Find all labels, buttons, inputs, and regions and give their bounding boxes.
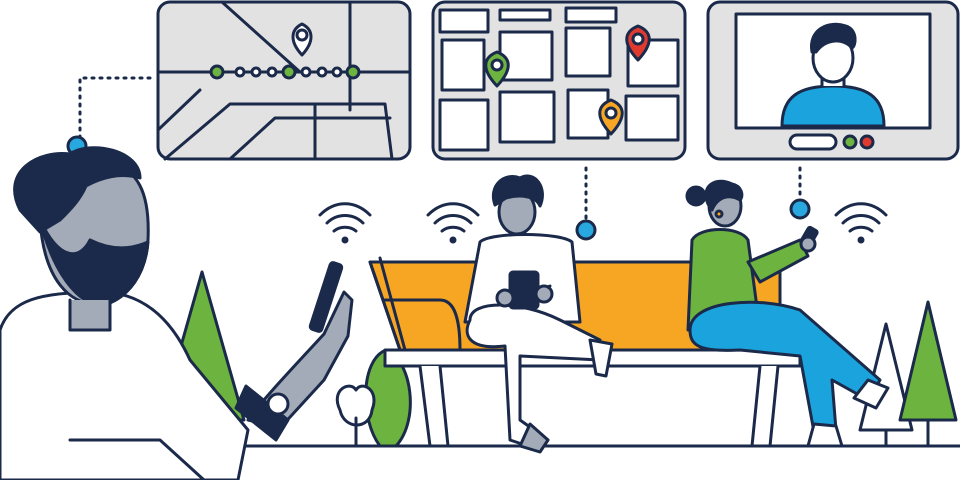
watch-face bbox=[266, 392, 290, 416]
transit-map-panel bbox=[66, 0, 412, 161]
red-dot[interactable] bbox=[859, 134, 875, 150]
green-dot[interactable] bbox=[842, 134, 858, 150]
wifi-icon bbox=[318, 202, 372, 244]
city-map-panel bbox=[431, 0, 687, 241]
location-pin-icon bbox=[291, 22, 313, 57]
wifi-icon bbox=[834, 202, 888, 244]
call-control-bar[interactable] bbox=[788, 133, 838, 151]
caller-avatar bbox=[780, 22, 886, 128]
woman-sitting-with-phone bbox=[685, 179, 890, 448]
phone-icon bbox=[308, 261, 344, 333]
wifi-icon bbox=[426, 202, 480, 244]
man-sitting-with-phone bbox=[463, 174, 614, 454]
bush bbox=[335, 348, 412, 448]
orange-pin-icon bbox=[598, 98, 624, 136]
transit-route bbox=[209, 64, 361, 80]
video-call-panel bbox=[706, 0, 960, 220]
red-pin-icon bbox=[625, 24, 651, 62]
tree-right-green bbox=[898, 300, 958, 448]
bearded-man-with-phone bbox=[0, 146, 354, 480]
green-pin-icon bbox=[484, 50, 510, 88]
